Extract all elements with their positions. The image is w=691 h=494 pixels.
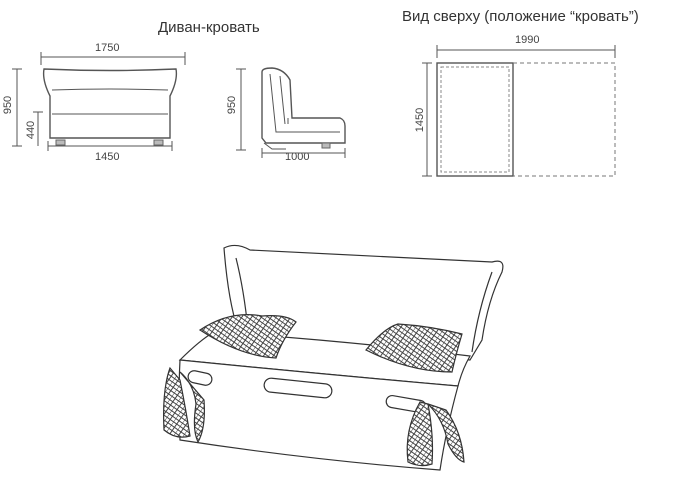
front-width-bottom-label: 1450: [95, 151, 120, 163]
front-width-top-label: 1750: [95, 42, 120, 54]
sofa-bed-title: Диван-кровать: [158, 19, 260, 36]
top-view: [422, 45, 616, 177]
side-view: [236, 67, 346, 158]
front-view: [12, 52, 186, 151]
sofa-perspective-sketch: [163, 244, 504, 471]
top-view-title: Вид сверху (положение “кровать”): [402, 8, 639, 25]
top-view-length-label: 1990: [515, 34, 540, 46]
side-depth-label: 1000: [285, 151, 310, 163]
